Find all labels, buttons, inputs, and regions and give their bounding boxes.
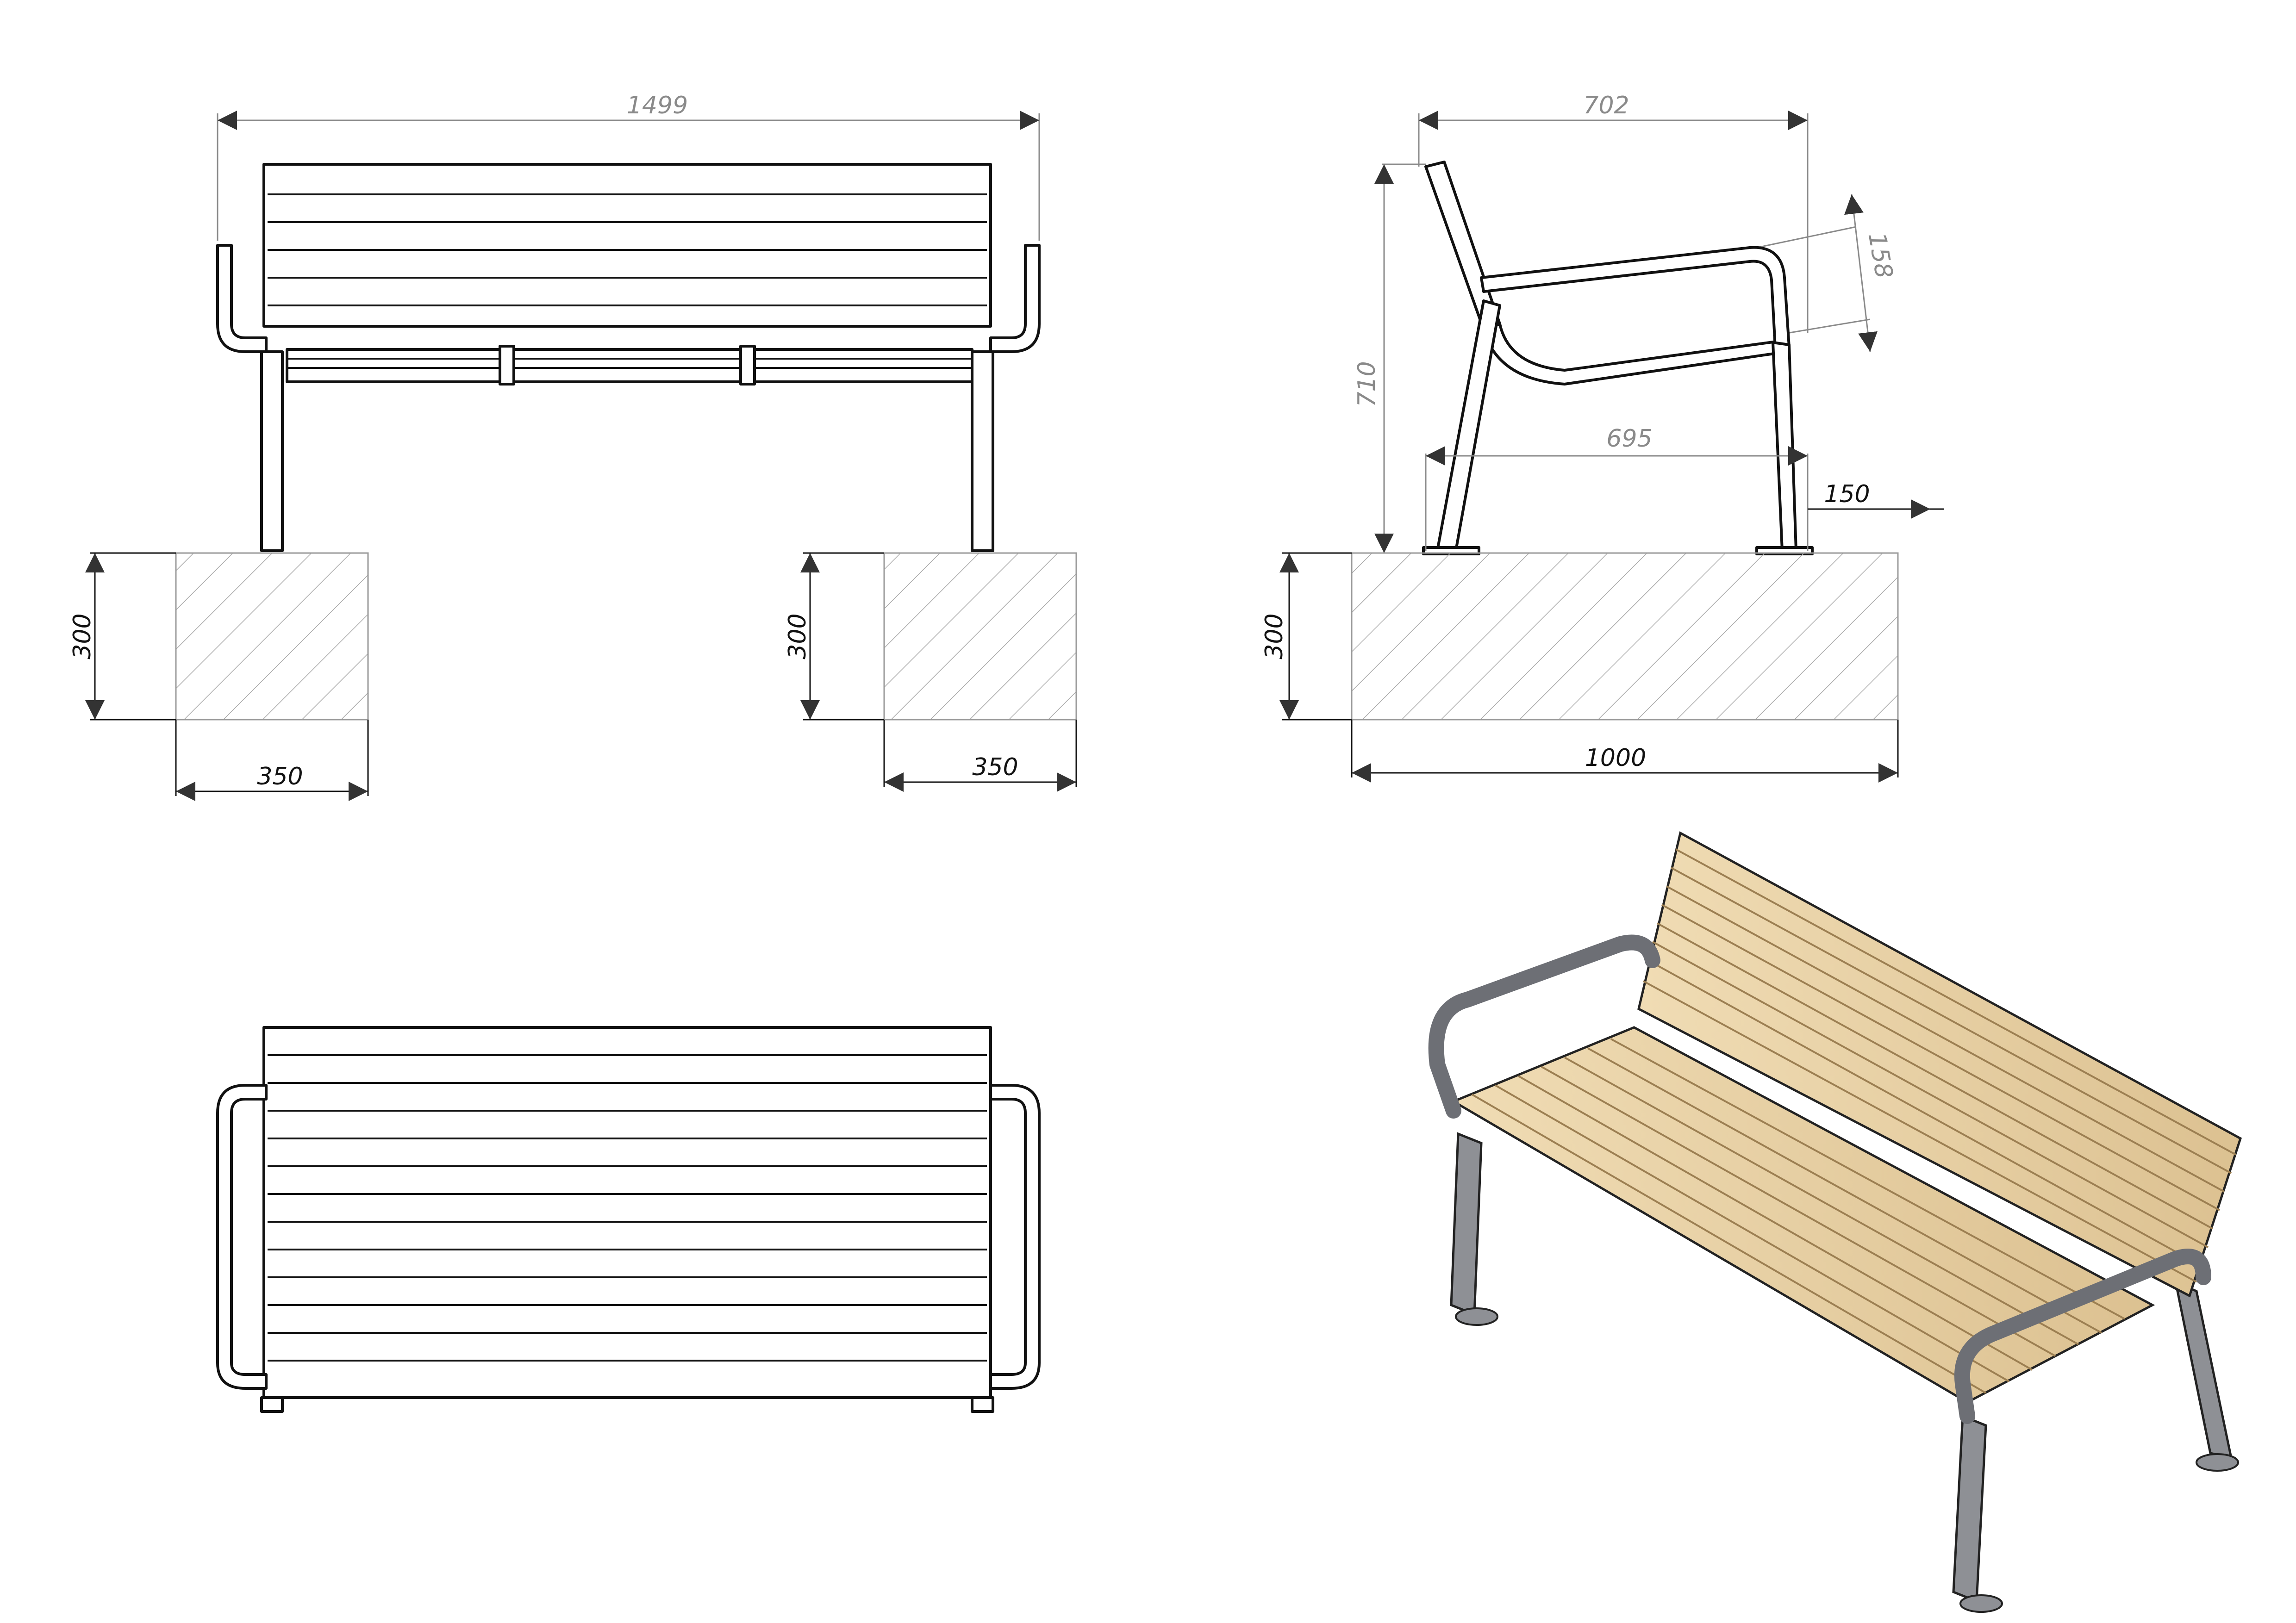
leg-span-dimension: 695 bbox=[1425, 425, 1809, 551]
side-front-leg bbox=[1436, 299, 1501, 552]
iso-front-left-leg bbox=[1450, 1132, 1483, 1316]
side-height-dimension: 710 bbox=[1353, 163, 1435, 554]
left-leg bbox=[260, 350, 284, 552]
backrest-slats bbox=[268, 193, 987, 306]
right-footing-depth-dim: 300 bbox=[784, 552, 884, 721]
right-armrest bbox=[989, 244, 1041, 353]
side-rear-leg bbox=[1772, 341, 1797, 552]
isometric-view bbox=[1428, 831, 2242, 1613]
armrest-height-label: 158 bbox=[1863, 230, 1898, 280]
left-footing-depth-label: 300 bbox=[69, 613, 96, 659]
iso-front-right-leg bbox=[1952, 1414, 1987, 1603]
side-depth-dimension: 702 bbox=[1418, 92, 1809, 333]
front-view: 1499 300 bbox=[69, 92, 1041, 801]
left-armrest bbox=[216, 244, 268, 353]
top-right-armrest bbox=[989, 1084, 1041, 1390]
offset-label: 150 bbox=[1824, 480, 1870, 508]
side-footing-depth-label: 300 bbox=[1260, 613, 1288, 659]
side-armrest bbox=[1480, 246, 1791, 349]
right-footing-width-label: 350 bbox=[972, 753, 1018, 781]
left-footing-depth-dim: 300 bbox=[69, 552, 176, 721]
left-footing-width-dim: 350 bbox=[175, 720, 369, 801]
iso-backrest-slats bbox=[1643, 848, 2236, 1283]
right-footing-depth-label: 300 bbox=[784, 613, 811, 659]
side-depth-label: 702 bbox=[1583, 92, 1629, 119]
leg-span-label: 695 bbox=[1606, 425, 1652, 453]
side-footing-length-dim: 1000 bbox=[1351, 720, 1899, 783]
right-leg bbox=[971, 350, 994, 552]
side-footing-depth-dim: 300 bbox=[1260, 552, 1352, 721]
side-footing bbox=[1351, 552, 1899, 721]
top-view-slats bbox=[268, 1054, 987, 1362]
left-footing bbox=[175, 552, 369, 721]
top-left-armrest bbox=[216, 1084, 268, 1390]
offset-dimension: 150 bbox=[1808, 480, 1944, 519]
side-seat bbox=[1482, 323, 1788, 386]
front-width-label: 1499 bbox=[627, 92, 688, 119]
iso-back-right-leg bbox=[2174, 1280, 2233, 1460]
seat-rail bbox=[286, 348, 973, 383]
front-width-dimension: 1499 bbox=[217, 92, 1040, 241]
right-footing-group: 300 350 bbox=[784, 552, 1077, 792]
left-footing-width-label: 350 bbox=[257, 763, 303, 790]
right-footing-width-dim: 350 bbox=[883, 720, 1077, 792]
top-view bbox=[216, 1026, 1041, 1413]
side-view: 702 710 158 695 150 bbox=[1260, 92, 1944, 783]
iso-seat-slats bbox=[1471, 1038, 2125, 1394]
armrest-height-dimension: 158 bbox=[1712, 194, 1898, 352]
side-height-label: 710 bbox=[1353, 361, 1381, 407]
iso-left-armrest bbox=[1428, 934, 1660, 1119]
backrest-frame bbox=[262, 163, 992, 328]
side-footing-length-label: 1000 bbox=[1585, 744, 1646, 772]
top-view-frame bbox=[262, 1026, 992, 1399]
iso-right-armrest bbox=[1954, 1249, 2211, 1424]
right-footing bbox=[883, 552, 1077, 721]
